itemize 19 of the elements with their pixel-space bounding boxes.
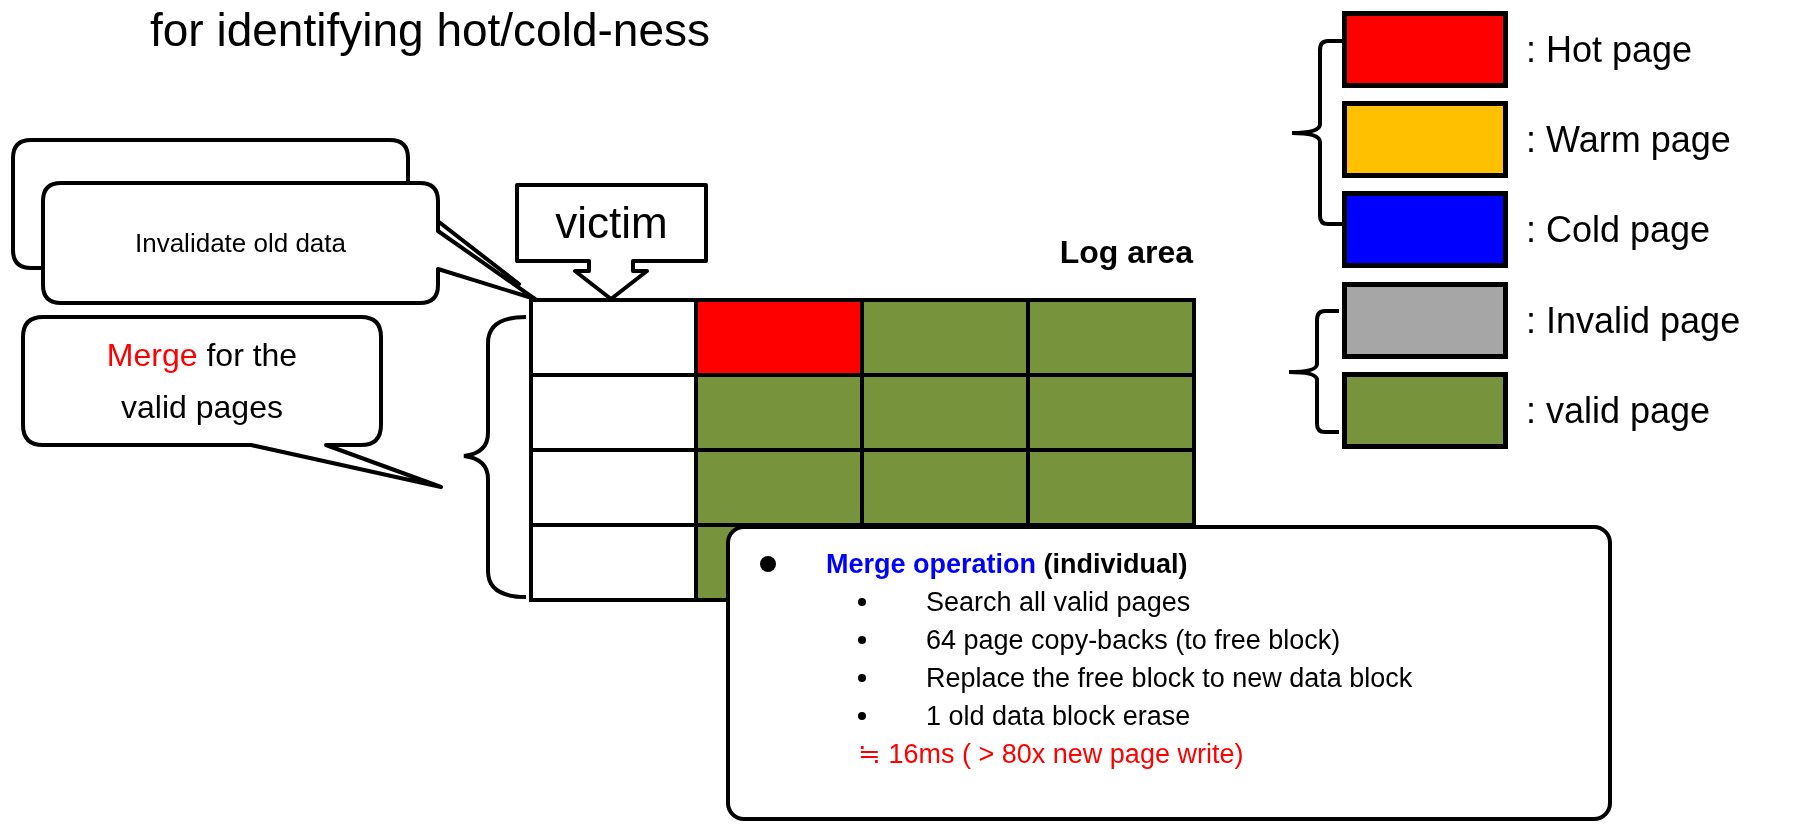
note-heading: Merge operation (individual) <box>826 548 1188 581</box>
legend-label: : valid page <box>1526 388 1711 433</box>
callout-text: Invalidate old data <box>134 226 346 260</box>
callout-text: victim <box>555 197 668 249</box>
note-item: Search all valid pages <box>926 586 1191 619</box>
down-arrow-callout <box>515 183 708 301</box>
note-item: Replace the free block to new data block <box>926 662 1413 695</box>
title: for identifying hot/cold-ness <box>150 3 710 58</box>
legend-label: : Hot page <box>1526 27 1693 72</box>
note-item: ≒ 16ms ( > 80x new page write) <box>858 739 1244 769</box>
speech-bubble <box>21 315 443 491</box>
legend-label: : Invalid page <box>1526 298 1741 343</box>
callout-text: Merge for the valid pages <box>105 336 299 427</box>
legend-label: : Warm page <box>1526 117 1731 162</box>
note-item: 1 old data block erase <box>926 700 1191 733</box>
note-box <box>726 525 1612 821</box>
area-label: Log area <box>1059 234 1193 270</box>
legend-label: : Cold page <box>1526 207 1711 252</box>
note-item: 64 page copy-backs (to free block) <box>926 624 1341 657</box>
